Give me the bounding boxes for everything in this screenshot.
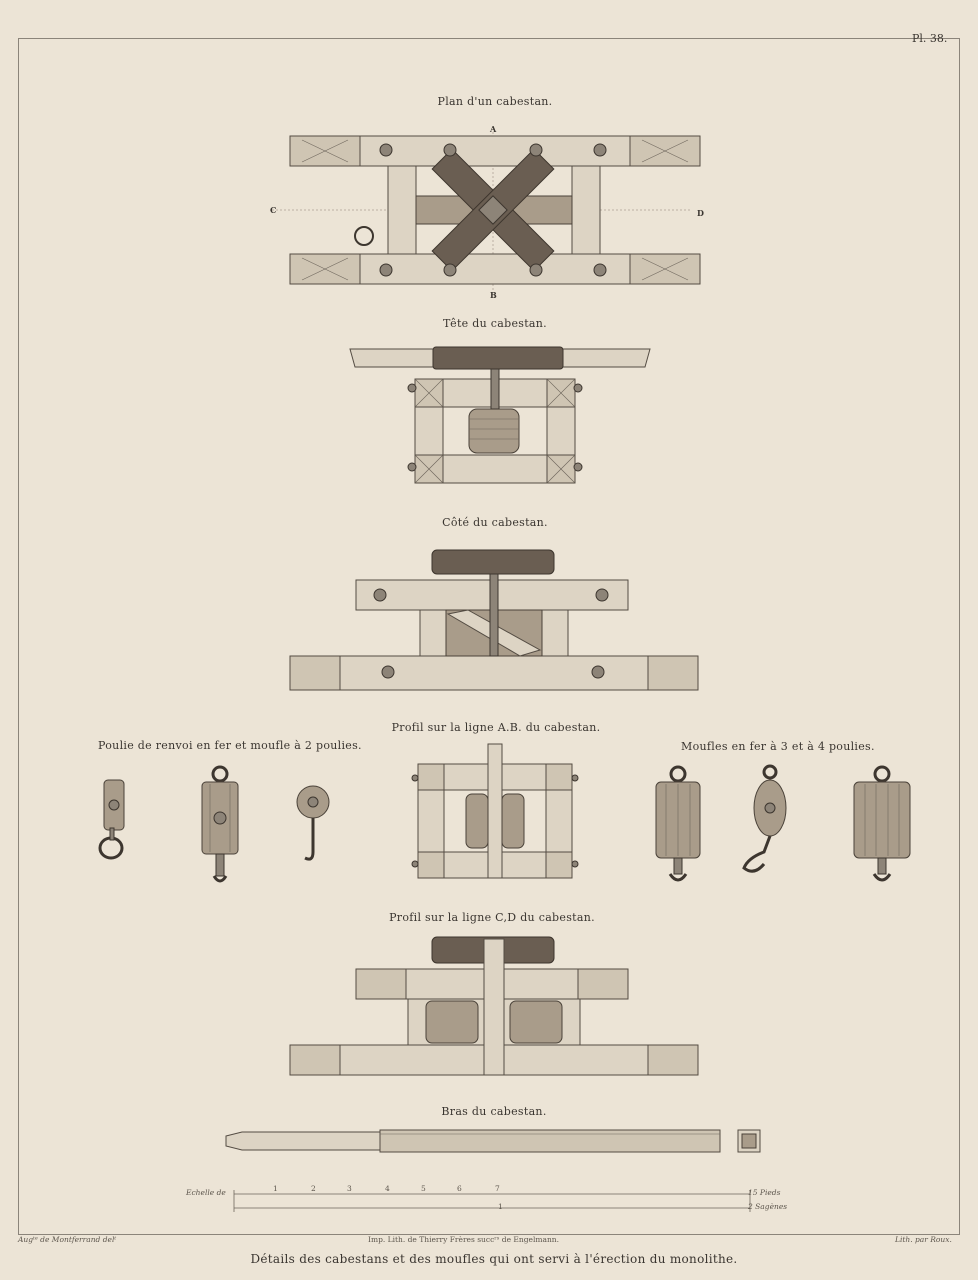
profil-ab-drawing — [411, 743, 579, 879]
credit-artist: Augᵗᵉ de Montferrand delᵗ — [18, 1235, 117, 1244]
scale-tick-3: 3 — [347, 1184, 352, 1193]
poulie-drawing — [98, 765, 330, 883]
bras-title: Bras du cabestan. — [441, 1105, 547, 1118]
scale-unit-sagenes: 2 Sagènes — [748, 1202, 788, 1211]
cote-title: Côté du cabestan. — [442, 516, 548, 529]
cote-drawing — [289, 549, 699, 691]
credit-printer: Imp. Lith. de Thierry Frères succʳˢ de E… — [368, 1235, 559, 1244]
plate-number: Pl. 38. — [912, 32, 948, 45]
scale-tick-sagene: 1 — [498, 1202, 503, 1211]
scale-tick-7: 7 — [495, 1184, 500, 1193]
credit-lithographer: Lith. par Roux. — [895, 1235, 952, 1244]
scale-unit-pieds: 15 Pieds — [748, 1188, 781, 1197]
main-title: Détails des cabestans et des moufles qui… — [250, 1252, 738, 1266]
profil-ab-title: Profil sur la ligne A.B. du cabestan. — [391, 721, 601, 734]
scale-bar — [233, 1190, 751, 1212]
bras-drawing — [225, 1129, 761, 1153]
scale-tick-5: 5 — [421, 1184, 426, 1193]
moufles-title: Moufles en fer à 3 et à 4 poulies. — [681, 740, 875, 753]
scale-label: Echelle de — [186, 1188, 226, 1197]
plan-label-a: A — [490, 124, 497, 134]
plan-title: Plan d'un cabestan. — [437, 95, 553, 108]
plan-label-c: C — [270, 205, 277, 215]
plan-label-b: B — [490, 290, 497, 300]
moufles-drawing — [655, 764, 911, 882]
poulie-title: Poulie de renvoi en fer et moufle à 2 po… — [98, 739, 362, 752]
scale-tick-1: 1 — [273, 1184, 278, 1193]
profil-cd-drawing — [289, 936, 699, 1076]
tete-title: Tête du cabestan. — [443, 317, 547, 330]
tete-drawing — [349, 346, 651, 484]
profil-cd-title: Profil sur la ligne C,D du cabestan. — [389, 911, 595, 924]
scale-tick-2: 2 — [311, 1184, 316, 1193]
plan-label-d: D — [697, 208, 704, 218]
scale-tick-6: 6 — [457, 1184, 462, 1193]
plan-drawing — [272, 132, 701, 290]
plate-border — [18, 38, 960, 1235]
scale-tick-4: 4 — [385, 1184, 390, 1193]
